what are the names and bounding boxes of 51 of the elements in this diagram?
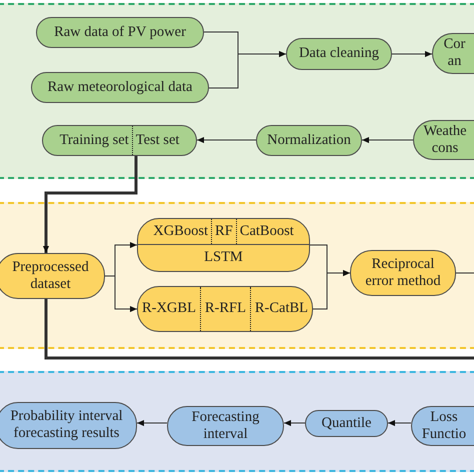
process-box [411,406,474,446]
connector-line [456,272,474,274]
arrow [312,270,350,310]
node-label: Normalization [266,130,352,150]
node-label: Training set [58,130,130,150]
process-box [167,406,284,446]
node-label: Loss Functio [420,408,468,444]
arrow [388,420,412,426]
node-label: Data cleaning [298,44,380,64]
process-box [413,120,474,160]
process-box [36,16,204,48]
process-box [286,38,392,70]
node-label: Weathe cons [422,122,468,158]
process-box [432,32,474,74]
process-box [137,286,313,332]
node-label: Test set [132,126,182,154]
node-label: Probability interval forecasting results [9,407,124,443]
arrow [362,136,414,144]
node-label: Raw data of PV power [53,22,187,42]
node-label: Preprocessed dataset [11,258,90,294]
process-box [350,250,456,296]
arrow [196,136,256,144]
arrow [42,156,138,253]
process-box [0,252,105,298]
node-label: R-RFL [200,286,250,330]
node-label: Raw meteorological data [46,78,194,97]
node-label: XGBoost [152,222,210,241]
arrow [284,420,306,426]
section-band [0,371,474,472]
node-label: R-CatBL [250,286,312,330]
process-box [137,218,310,272]
node-label: RF [211,218,236,244]
node-label: R-XGBL [140,299,197,318]
process-box [31,72,209,102]
node-label: Quantile [320,414,372,433]
arrow [208,50,286,88]
node-label: Reciprocal error method [364,254,442,290]
node-label: CatBoost [236,218,297,244]
section-band [0,3,474,179]
node-label: Forecasting interval [190,408,260,444]
process-box [305,410,388,436]
arrow [104,276,138,312]
node-label: Cor an [442,35,466,71]
arrow [136,420,168,426]
section-band [0,202,474,349]
node-label: LSTM [203,248,244,268]
connector-line [44,299,474,360]
process-box [256,124,362,156]
process-box [0,402,137,448]
arrow [392,50,432,58]
process-box [42,124,197,156]
